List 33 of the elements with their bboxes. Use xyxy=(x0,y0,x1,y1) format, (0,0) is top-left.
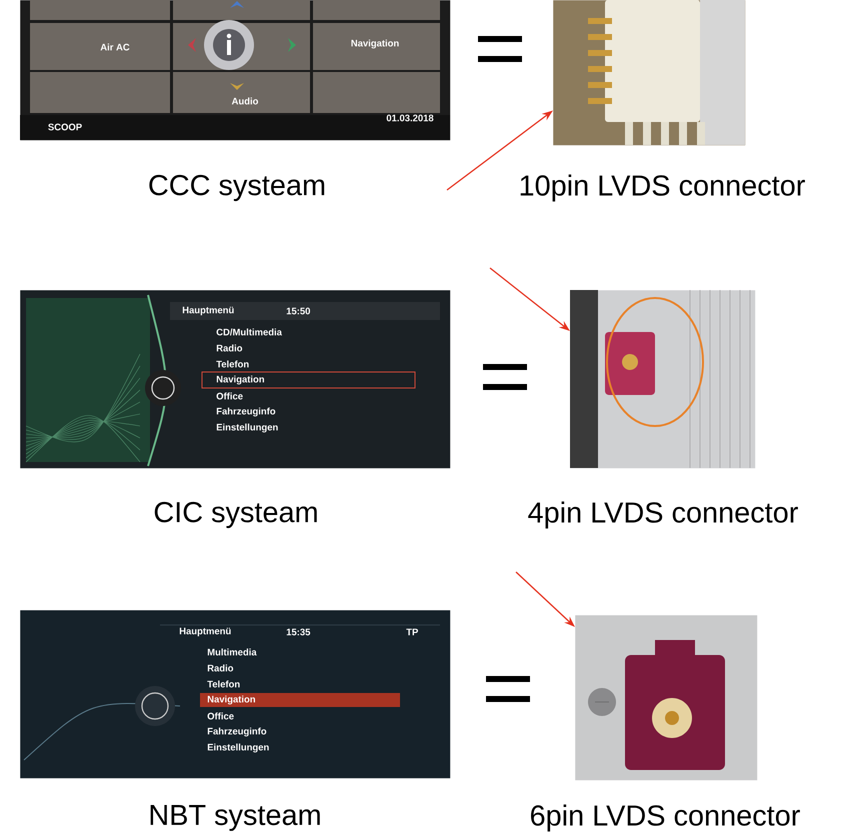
node-label: 10pin LVDS connector xyxy=(520,174,805,202)
menu-item: Radio xyxy=(208,664,234,672)
status-text: TP xyxy=(406,628,418,636)
status-text: SCOOP xyxy=(48,124,82,130)
menu-item: Einstellungen xyxy=(216,424,278,432)
connector-photo-drawing xyxy=(570,290,756,468)
menu-item: Multimedia xyxy=(208,648,257,656)
menu-item: Telefon xyxy=(216,360,249,368)
menu-item: Einstellungen xyxy=(208,744,269,752)
menu-item: Office xyxy=(208,712,234,720)
menu-item: Office xyxy=(216,392,243,400)
node-label: NBT systeam xyxy=(150,805,320,831)
menu-item: Navigation xyxy=(216,376,264,384)
node-label: CCC systeam xyxy=(149,174,324,202)
status-text: 15:35 xyxy=(286,628,310,636)
button-label: Navigation xyxy=(351,40,399,48)
node-label: 6pin LVDS connector xyxy=(531,804,800,832)
node-label: 4pin LVDS connector xyxy=(528,502,798,528)
status-text: 01.03.2018 xyxy=(386,114,434,122)
status-text: 15:50 xyxy=(286,308,310,314)
menu-item: CD/Multimedia xyxy=(216,328,282,336)
menu-item: Telefon xyxy=(207,680,240,688)
node-label: CIC systeam xyxy=(154,502,317,528)
menu-item: Radio xyxy=(216,344,242,352)
menu-item: Fahrzeuginfo xyxy=(216,408,276,416)
menu-item: Navigation xyxy=(208,696,255,704)
menu-title: Hauptmenü xyxy=(182,306,234,316)
menu-title: Hauptmenü xyxy=(180,628,231,636)
menu-item: Fahrzeuginfo xyxy=(208,728,266,736)
button-label: Air AC xyxy=(100,44,130,50)
connector-photo-drawing xyxy=(575,615,758,780)
connector-photo-drawing xyxy=(553,0,746,146)
button-label: Audio xyxy=(232,98,258,104)
